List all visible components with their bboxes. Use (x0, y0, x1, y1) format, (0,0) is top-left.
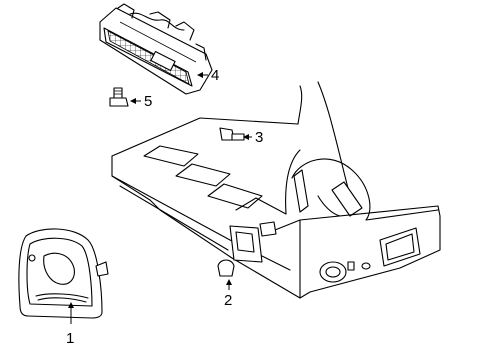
high-mount-stop-lamp (99, 3, 213, 95)
callout-label-3: 3 (255, 129, 263, 146)
license-lamp-part-2 (217, 259, 235, 277)
callout-1: 1 (66, 302, 74, 347)
callout-label-1: 1 (66, 330, 74, 347)
callout-label-4: 4 (211, 67, 219, 84)
callout-2: 2 (224, 279, 232, 309)
callout-4: 4 (197, 67, 219, 84)
callout-label-2: 2 (224, 292, 232, 309)
vehicle-rear-body (111, 81, 441, 299)
callout-5: 5 (130, 93, 152, 110)
bolt-part-5 (109, 87, 129, 107)
callout-label-5: 5 (144, 93, 152, 110)
callout-3: 3 (243, 129, 263, 146)
screw-part-3 (219, 127, 245, 141)
tail-lamp-lens-part-1 (18, 228, 109, 319)
